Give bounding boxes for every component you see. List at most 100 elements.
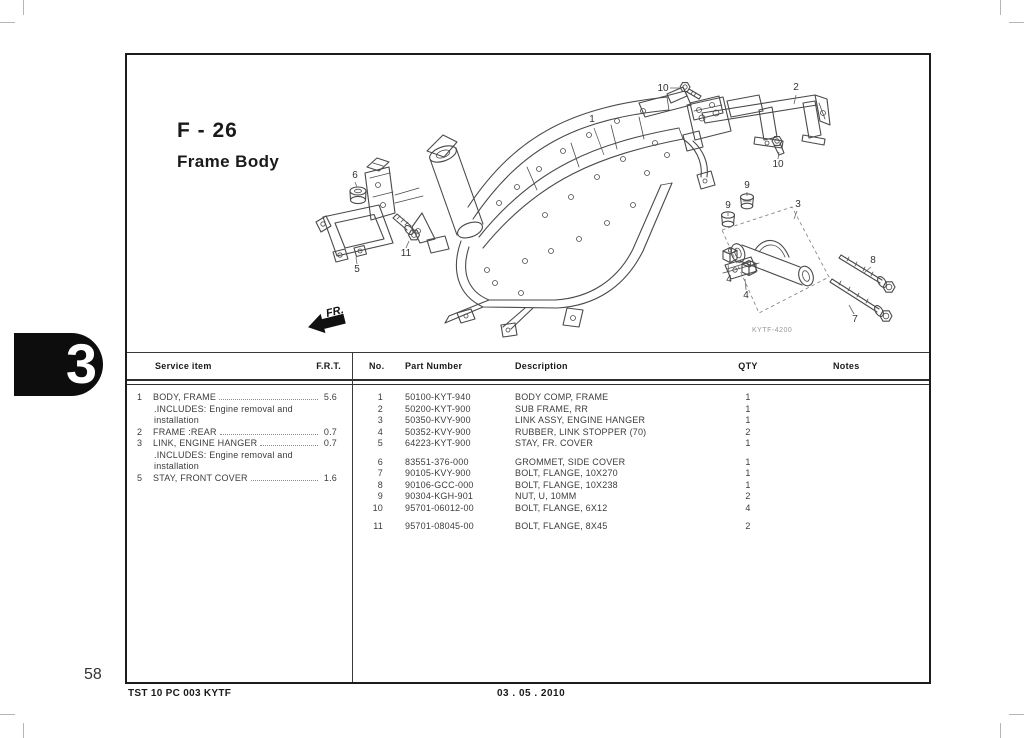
callout-leader [777,151,780,160]
callout-8: 8 [870,255,876,266]
bolt-7 [829,278,893,322]
chapter-tab: 3 [14,333,103,396]
callout-leader [863,266,872,274]
callout-11: 11 [401,248,412,259]
crop-mark-top-right [1000,0,1001,15]
header-rule [353,379,929,385]
callout-4: 4 [743,290,749,301]
callout-3: 3 [795,199,801,210]
fr-direction-arrow: FR. [308,304,346,334]
callout-1: 1 [589,114,595,125]
stopper-4-lower [741,259,757,277]
bolt-11 [392,213,421,241]
nut-9-upper [739,193,755,210]
title-block: F - 26 Frame Body [177,119,279,172]
frame-body-illustration [411,86,732,338]
fr-label: FR. [325,304,345,320]
stopper-4-upper [722,246,738,264]
crop-mark-bottom-left [23,723,24,738]
bolt-10-upper [679,82,702,100]
footer-date: 03 . 05 . 2010 [497,688,566,699]
service-row-note: installation [154,461,199,471]
callout-leader [355,256,358,265]
callout-9: 9 [744,180,750,191]
link-group-dashed-box [721,206,830,314]
section-title: Frame Body [177,152,280,171]
callout-9: 9 [725,200,731,211]
bolt-10-lower [771,136,785,156]
frt-header: F.R.T. [316,361,341,371]
callout-leader [744,278,747,291]
callout-leader [354,181,358,188]
description-header: Description [515,361,568,371]
callout-leader [727,263,730,275]
service-table-header: Service item F.R.T. [127,353,352,379]
frame-bolt-holes [484,108,670,296]
notes-header: Notes [833,361,860,371]
subframe-illustration [689,94,831,149]
service-row-note: installation [154,415,199,425]
qty-header: QTY [738,361,758,371]
callout-6: 6 [352,170,358,181]
crop-mark-top-right [1009,22,1024,23]
service-row-note: .INCLUDES: Engine removal and [154,403,293,414]
page-number: 58 [84,666,102,683]
service-item-header: Service item [155,361,212,371]
callout-10: 10 [657,83,669,94]
link-assy-illustration [722,240,814,287]
crop-mark-bottom-right [1000,723,1001,738]
no-header: No. [369,361,385,371]
header-rule [127,379,352,385]
callout-leader [848,304,855,315]
table-divider [352,353,353,682]
bolt-8 [838,254,896,293]
callout-10: 10 [772,159,784,170]
stay-5-illustration [315,157,424,263]
callout-layer: 1 10 2 10 9 9 3 44 8 7 6 5 11 [352,82,876,325]
callout-5: 5 [354,264,360,275]
callout-leader [793,210,798,220]
callout-leader [405,240,410,249]
callout-4: 4 [726,274,732,285]
crop-mark-bottom-left [0,714,15,715]
crop-mark-top-left [23,0,24,15]
footer-doc-code: TST 10 PC 003 KYTF [128,688,232,699]
grommet-6 [349,186,367,205]
crop-mark-top-left [0,22,15,23]
section-code: F - 26 [177,119,238,142]
callout-7: 7 [852,314,858,325]
callout-2: 2 [793,82,799,93]
exploded-view-diagram: FR. KYTF-4200 1 10 2 10 9 9 3 44 8 7 6 5 11 [308,82,896,338]
crop-mark-bottom-right [1009,714,1024,715]
diagram-code: KYTF-4200 [752,327,792,334]
callout-leader [793,94,797,105]
part-number-header: Part Number [405,361,463,371]
parts-table-header: No. Part Number Description QTY Notes [353,353,929,379]
nut-9-lower [720,211,736,228]
callout-leader [593,127,605,156]
